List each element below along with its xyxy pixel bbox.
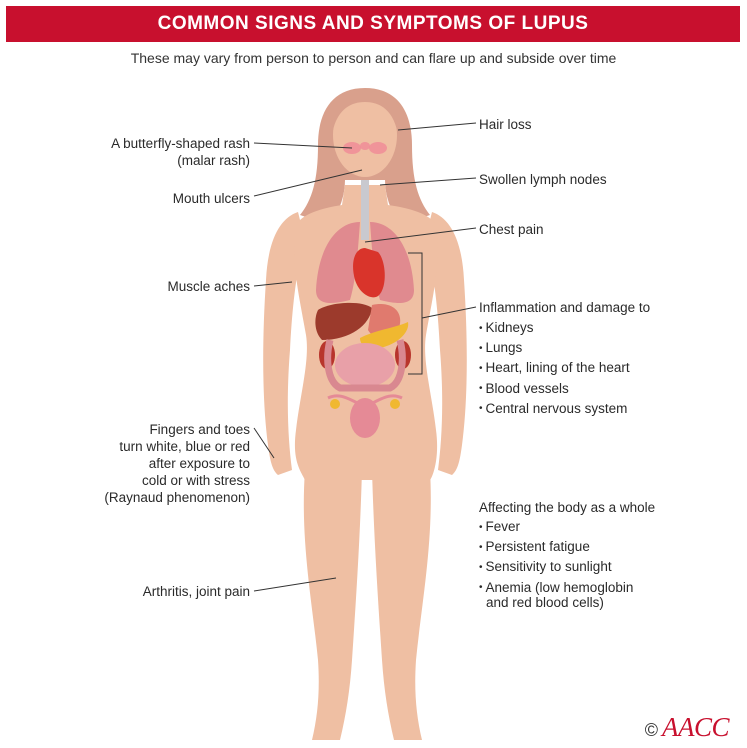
raynaud-line-2: turn white, blue or red xyxy=(104,438,250,455)
line-arthritis xyxy=(254,578,336,591)
anemia-continuation: and red blood cells) xyxy=(486,594,604,611)
line-hair-loss xyxy=(398,123,476,130)
line-muscle-aches xyxy=(254,282,292,286)
label-muscle-aches: Muscle aches xyxy=(167,278,250,295)
list-item: Fever xyxy=(479,517,633,537)
inflammation-bracket xyxy=(408,253,422,374)
list-item: Heart, lining of the heart xyxy=(479,358,630,378)
label-raynaud: Fingers and toes turn white, blue or red… xyxy=(104,421,250,506)
malar-rash-line-1: A butterfly-shaped rash xyxy=(111,135,250,152)
line-inflammation xyxy=(422,307,476,318)
whole-body-heading: Affecting the body as a whole xyxy=(479,499,655,516)
label-arthritis: Arthritis, joint pain xyxy=(143,583,250,600)
copyright-symbol: © xyxy=(645,720,658,741)
aacc-logo: AACC xyxy=(662,712,729,743)
label-hair-loss: Hair loss xyxy=(479,116,532,133)
list-item: Kidneys xyxy=(479,318,630,338)
list-item: Lungs xyxy=(479,338,630,358)
malar-rash-line-2: (malar rash) xyxy=(111,152,250,169)
raynaud-line-4: cold or with stress xyxy=(104,472,250,489)
list-item: Central nervous system xyxy=(479,399,630,419)
label-malar-rash: A butterfly-shaped rash (malar rash) xyxy=(111,135,250,169)
label-swollen-lymph-nodes: Swollen lymph nodes xyxy=(479,171,607,188)
label-mouth-ulcers: Mouth ulcers xyxy=(173,190,250,207)
list-item: Persistent fatigue xyxy=(479,537,633,557)
whole-body-list: Fever Persistent fatigue Sensitivity to … xyxy=(479,517,633,598)
raynaud-line-3: after exposure to xyxy=(104,455,250,472)
inflammation-list: Kidneys Lungs Heart, lining of the heart… xyxy=(479,318,630,419)
list-item: Blood vessels xyxy=(479,379,630,399)
line-lymph-nodes xyxy=(380,178,476,185)
line-raynaud xyxy=(254,428,274,458)
line-malar-rash xyxy=(254,143,352,148)
inflammation-heading: Inflammation and damage to xyxy=(479,299,650,316)
raynaud-line-5: (Raynaud phenomenon) xyxy=(104,489,250,506)
list-item: Sensitivity to sunlight xyxy=(479,557,633,577)
line-mouth-ulcers xyxy=(254,170,362,196)
line-chest-pain xyxy=(365,228,476,242)
label-chest-pain: Chest pain xyxy=(479,221,544,238)
raynaud-line-1: Fingers and toes xyxy=(104,421,250,438)
copyright: © AACC xyxy=(645,712,729,743)
